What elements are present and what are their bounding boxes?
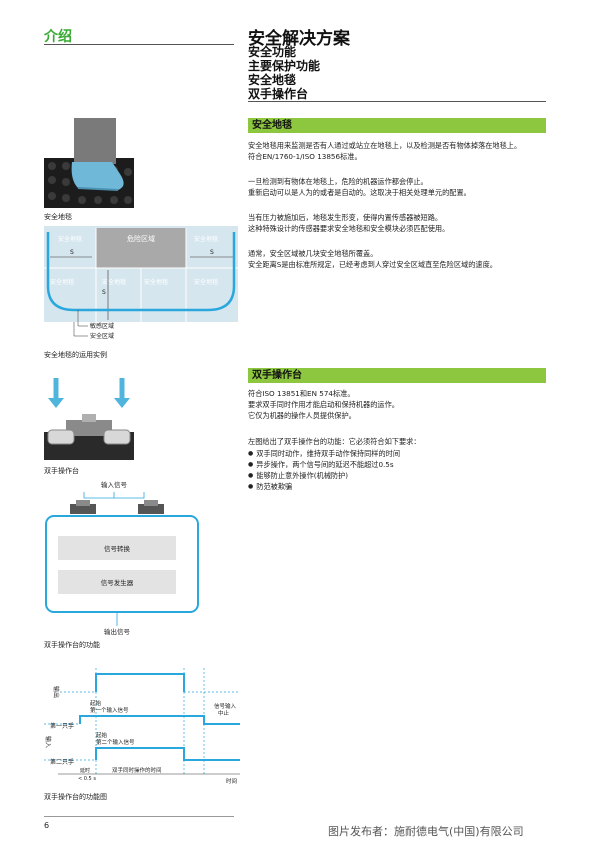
output-signal-label: 输出信号 [104,627,131,636]
sub-title-1: 安全功能 [248,45,297,59]
svg-text:安全地毯: 安全地毯 [144,278,168,286]
list-item: 双手同时动作，维持双手动作保持同样的时间 [248,448,400,459]
image-credit: 图片发布者：施耐德电气(中国)有限公司 [328,825,524,838]
output-axis-label: 输出 [52,686,60,698]
svg-text:安全地毯: 安全地毯 [50,278,74,286]
sub-title-4: 双手操作台 [248,87,309,101]
svg-text:第一个输入信号: 第一个输入信号 [90,706,129,714]
time-axis-label: 时间 [226,777,237,785]
first-hand-label: 第一只手 [50,722,74,730]
section-label: 介绍 [44,29,72,45]
svg-text:双手同时操作的时间: 双手同时操作的时间 [112,766,162,774]
svg-text:安全地毯: 安全地毯 [194,278,218,286]
two-hand-timing-diagram: 输出 输入 第一只手 第二只手 起始 第一个输入信号 起始 第二个输入信号 信号… [44,668,240,785]
legend-safe: 安全区域 [90,332,114,340]
mat-photo-caption: 安全地毯 [44,213,72,221]
list-item: 能够防止意外操作(机械防护) [248,470,400,481]
input-signal-label: 输入信号 [101,480,128,489]
signal-generator-block [58,570,176,594]
danger-zone [96,228,186,268]
two-hand-requirements: 双手同时动作，维持双手动作保持同样的时间 异步操作，两个信号间的延迟不能超过0.… [248,448,400,492]
svg-text:安全地毯: 安全地毯 [102,278,126,286]
svg-text:起始: 起始 [90,699,102,707]
list-item: 异步操作，两个信号间的延迟不能超过0.5s [248,459,400,470]
two-hand-intro: 符合ISO 13851和EN 574标准。要求双手同时作用才能启动和保持机器的运… [248,389,399,420]
two-hand-illustration [44,370,134,460]
svg-text:信号输入: 信号输入 [214,702,237,710]
header-rule-right [248,101,546,102]
mat-diagram-caption: 安全地毯的运用实例 [44,351,107,359]
mat-application-diagram: 危险区域 安全地毯 安全地毯 安全地毯 安全地毯 安全地毯 安全地毯 S S S… [44,226,238,340]
mat-paragraph-3: 当有压力被施加后，地毯发生形变，使得内置传感器被短路。这种特殊设计的传感器要求安… [248,213,450,233]
svg-text:中止: 中止 [218,709,230,717]
input-axis-label: 输入 [44,736,52,748]
two-hand-photo-caption: 双手操作台 [44,467,79,475]
svg-text:安全地毯: 安全地毯 [194,235,218,243]
svg-text:< 0.5 s: < 0.5 s [78,776,96,782]
mat-section-bar: 安全地毯 [248,118,546,133]
second-hand-trace [95,747,240,761]
footer-rule [44,816,234,817]
sub-title-3: 安全地毯 [248,73,297,87]
sensitive-zone-outline [46,232,236,312]
page-title: 安全解决方案 [248,29,350,49]
svg-text:第二个输入信号: 第二个输入信号 [96,738,135,746]
signal-converter-block [58,536,176,560]
second-hand-label: 第二只手 [50,758,74,766]
block-diagram-caption: 双手操作台的功能 [44,641,100,649]
sub-title-2: 主要保护功能 [248,59,321,73]
svg-text:S: S [210,249,214,256]
svg-text:信号发生器: 信号发生器 [101,578,134,587]
timing-diagram-caption: 双手操作台的功能图 [44,793,107,801]
header-rule-left [44,44,234,45]
two-hand-section-bar: 双手操作台 [248,368,546,383]
legend-sensitive: 敏感区域 [90,322,114,330]
two-hand-list-intro: 左图给出了双手操作台的功能：它必须符合如下要求： [248,437,421,446]
mat-paragraph-1: 安全地毯用来监测是否有人通过或站立在地毯上，以及检测是否有物体掉落在地毯上。符合… [248,141,522,161]
list-item: 防范被欺骗 [248,481,400,492]
mat-paragraph-2: 一旦检测到有物体在地毯上，危险的机器运作都会停止。重新启动可以是人为的或者是自动… [248,177,471,197]
svg-text:安全地毯: 安全地毯 [58,235,82,243]
two-hand-block-diagram: 输入信号 信号转换 信号发生器 输出信号 [45,480,199,636]
page-number: 6 [44,821,50,830]
first-hand-trace [79,715,240,725]
mat-paragraph-4: 通常，安全区域被几块安全地毯所覆盖。安全距离S是由标准所规定，已经考虑到人穿过安… [248,249,497,269]
svg-text:信号转换: 信号转换 [104,544,131,553]
svg-text:起始: 起始 [96,731,108,739]
mat-foot-illustration [44,118,134,208]
svg-text:延时: 延时 [80,767,90,774]
svg-text:S: S [102,289,106,296]
svg-text:S: S [70,249,74,256]
output-trace [95,673,185,692]
danger-zone-label: 危险区域 [127,234,155,243]
